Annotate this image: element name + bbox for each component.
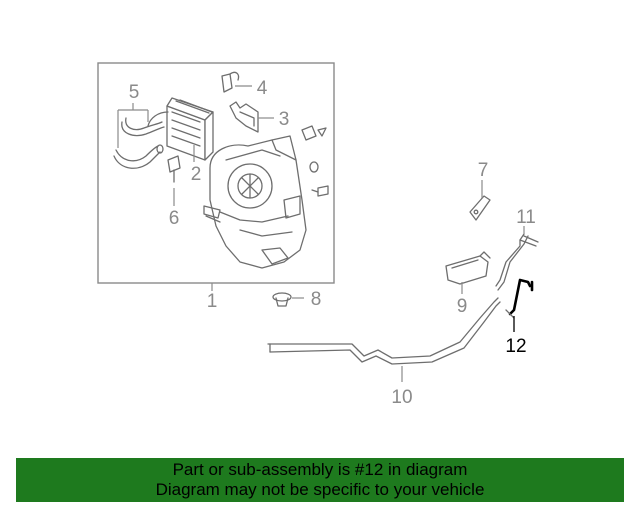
- callout-10: 10: [391, 387, 412, 408]
- leader-lines: [117, 85, 525, 382]
- callout-11: 11: [516, 207, 536, 228]
- heater-core-part[interactable]: [166, 97, 214, 161]
- pipe-part-10[interactable]: [267, 297, 501, 365]
- cover-part-9[interactable]: [445, 251, 491, 285]
- callout-1: 1: [207, 291, 218, 312]
- heater-hoses-part[interactable]: [113, 111, 169, 169]
- hose-part-12[interactable]: [505, 278, 534, 319]
- banner-line-1: Part or sub-assembly is #12 in diagram: [172, 460, 468, 479]
- fastener-part: [301, 125, 329, 197]
- heater-case-part[interactable]: [203, 135, 307, 269]
- callout-4: 4: [257, 78, 268, 99]
- gasket-part-3[interactable]: [229, 101, 259, 133]
- parts-diagram: 1 2 3 4 5 6 7 8 9 10 11 12: [97, 62, 539, 408]
- heater-unit-box: [97, 62, 335, 284]
- callout-2: 2: [191, 164, 202, 185]
- bracket-part-7[interactable]: [469, 195, 491, 221]
- callout-7: 7: [478, 160, 489, 181]
- grommet-part-8[interactable]: [272, 292, 292, 307]
- callout-12: 12: [505, 336, 526, 357]
- sensor-part-6[interactable]: [167, 155, 181, 183]
- clip-part-4[interactable]: [221, 71, 240, 93]
- pipe-part-11[interactable]: [495, 233, 539, 291]
- callout-5: 5: [129, 82, 140, 103]
- callout-9: 9: [457, 296, 468, 317]
- callout-6: 6: [169, 208, 180, 229]
- callout-8: 8: [311, 289, 322, 310]
- callout-3: 3: [279, 109, 290, 130]
- banner-line-2: Diagram may not be specific to your vehi…: [155, 480, 485, 499]
- notice-banner: Part or sub-assembly is #12 in diagram D…: [16, 458, 624, 502]
